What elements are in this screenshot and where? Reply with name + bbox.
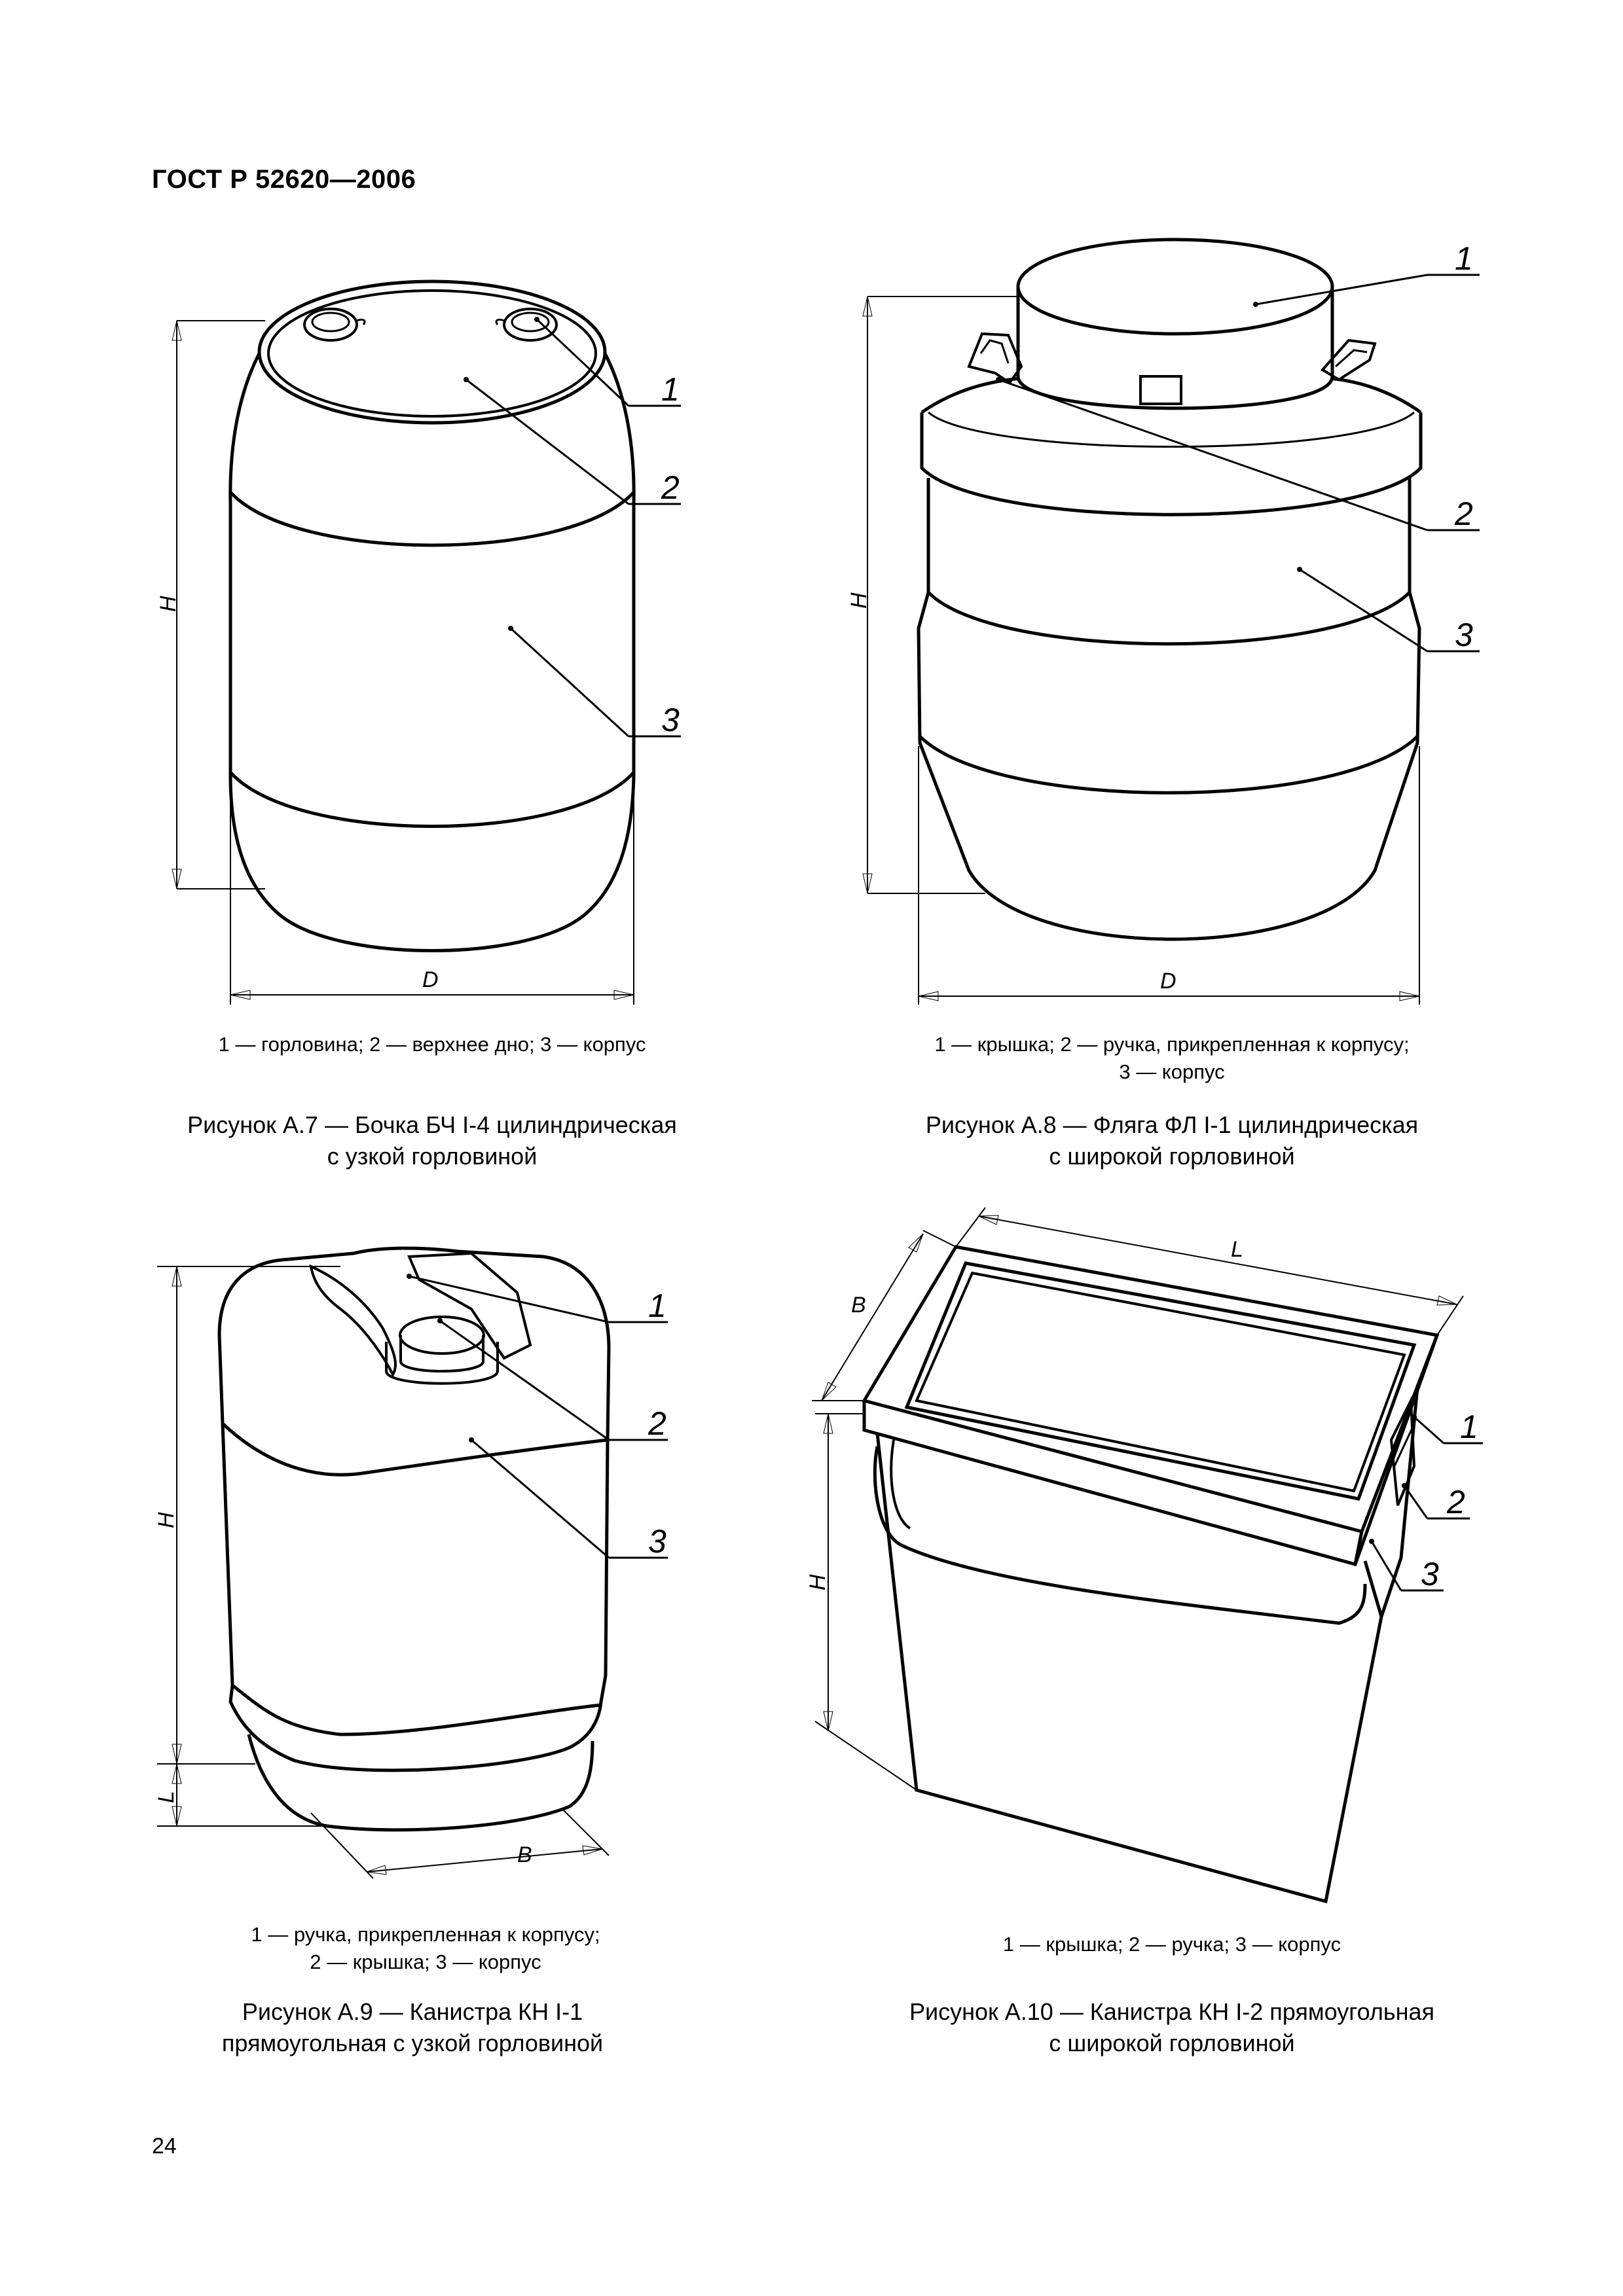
figure-a8-callout-2: 2 bbox=[1454, 495, 1473, 532]
figure-a9-dim-h: H bbox=[154, 1512, 179, 1528]
figure-a8-legend: 1 — крышка; 2 — ручка, прикрепленная к к… bbox=[864, 1031, 1480, 1086]
figure-a8-callout-3: 3 bbox=[1455, 617, 1473, 653]
figure-a9-legend: 1 — ручка, прикрепленная к корпусу; 2 — … bbox=[170, 1921, 681, 1976]
figure-a9-caption-line-2: прямоугольная с узкой горловиной bbox=[221, 2030, 604, 2056]
figure-a7-dim-h: H bbox=[156, 596, 181, 612]
figure-a8-caption: Рисунок А.8 — Фляга ФЛ I-1 цилиндрическа… bbox=[851, 1109, 1493, 1172]
figure-a10-caption-line-2: с широкой горловиной bbox=[1049, 2030, 1295, 2056]
figure-a9-caption-line-1: Рисунок А.9 — Канистра КН I-1 bbox=[242, 1998, 583, 2025]
figure-a9-callout-1: 1 bbox=[648, 1287, 666, 1324]
figure-a7-callout-2: 2 bbox=[661, 469, 680, 506]
figure-a7-caption-line-1: Рисунок А.7 — Бочка БЧ I-4 цилиндрическа… bbox=[187, 1111, 677, 1138]
figure-a9-callout-3: 3 bbox=[648, 1523, 666, 1560]
figure-a10-dim-l: L bbox=[1231, 1237, 1243, 1262]
figure-a10-legend-line: 1 — крышка; 2 — ручка; 3 — корпус bbox=[1002, 1933, 1341, 1956]
figure-a10-dim-b: B bbox=[851, 1293, 866, 1318]
figure-a9-legend-line-1: 1 — ручка, прикрепленная к корпусу; bbox=[251, 1923, 600, 1946]
figure-a7-callout-3: 3 bbox=[661, 702, 680, 738]
figure-a9-dim-b: B bbox=[517, 1842, 532, 1867]
figure-a10-callout-1: 1 bbox=[1460, 1408, 1478, 1445]
figure-a10-callout-2: 2 bbox=[1446, 1484, 1465, 1520]
figure-a9-callout-2: 2 bbox=[647, 1405, 666, 1442]
figure-a8-dim-h: H bbox=[847, 592, 871, 609]
figure-a9-dim-l: L bbox=[154, 1791, 179, 1803]
figure-a7-caption-line-2: с узкой горловиной bbox=[327, 1143, 538, 1170]
figure-a7-caption: Рисунок А.7 — Бочка БЧ I-4 цилиндрическа… bbox=[131, 1109, 733, 1172]
figure-a9-legend-line-2: 2 — крышка; 3 — корпус bbox=[310, 1950, 541, 1973]
figure-a10-caption: Рисунок А.10 — Канистра КН I-2 прямоугол… bbox=[838, 1996, 1506, 2059]
figure-a8-dim-d: D bbox=[1160, 969, 1176, 994]
figure-a8-caption-line-1: Рисунок А.8 — Фляга ФЛ I-1 цилиндрическа… bbox=[925, 1111, 1419, 1138]
figure-a10-dim-h: H bbox=[805, 1574, 830, 1590]
figure-a7-legend-line: 1 — горловина; 2 — верхнее дно; 3 — корп… bbox=[218, 1033, 646, 1056]
figure-a8-caption-line-2: с широкой горловиной bbox=[1049, 1143, 1295, 1170]
figure-a10-legend: 1 — крышка; 2 — ручка; 3 — корпус bbox=[903, 1931, 1440, 1958]
figure-a8-callout-1: 1 bbox=[1455, 240, 1473, 277]
figure-a9-caption: Рисунок А.9 — Канистра КН I-1 прямоуголь… bbox=[157, 1996, 668, 2059]
figure-a8-legend-line-1: 1 — крышка; 2 — ручка, прикрепленная к к… bbox=[934, 1033, 1410, 1056]
figure-a8-drawing: 1 2 3 H D bbox=[812, 0, 1623, 1021]
page-number: 24 bbox=[152, 2134, 177, 2159]
figure-a7-callout-1: 1 bbox=[661, 371, 680, 408]
figure-a10-drawing: 1 2 3 L B H bbox=[805, 1204, 1623, 1918]
figure-a9-drawing: 1 2 3 H L B bbox=[0, 1204, 812, 1918]
figure-a10-callout-3: 3 bbox=[1421, 1556, 1439, 1592]
figure-a7-legend: 1 — горловина; 2 — верхнее дно; 3 — корп… bbox=[157, 1031, 707, 1058]
figure-a10-caption-line-1: Рисунок А.10 — Канистра КН I-2 прямоугол… bbox=[909, 1998, 1435, 2025]
document-header: ГОСТ Р 52620—2006 bbox=[152, 165, 416, 194]
figure-a7-dim-d: D bbox=[422, 967, 439, 992]
figure-a8-legend-line-2: 3 — корпус bbox=[1119, 1060, 1225, 1083]
figure-a7-drawing: 1 2 3 H D bbox=[0, 0, 812, 1021]
